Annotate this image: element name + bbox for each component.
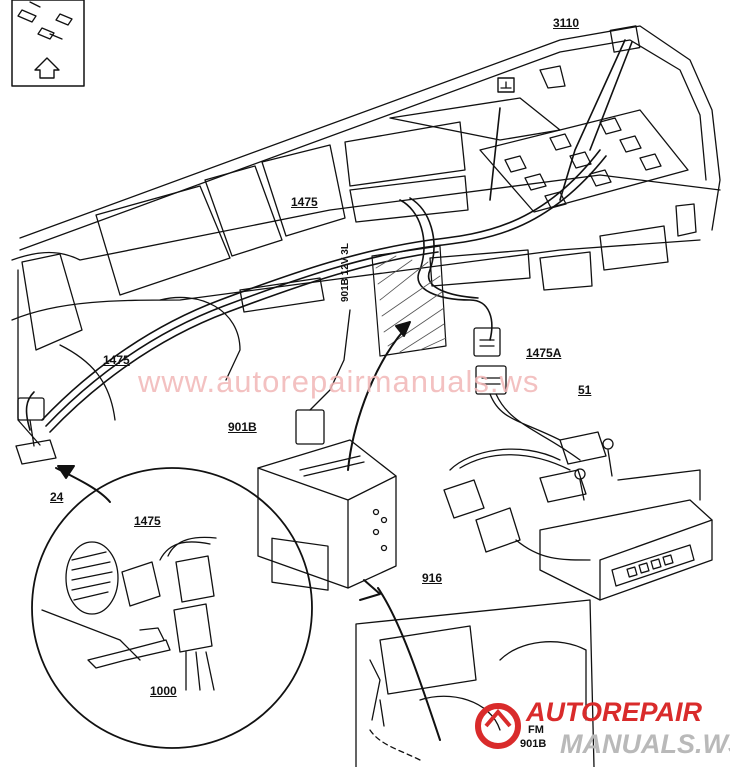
label-1475-left: 1475 — [103, 353, 130, 367]
wire-label: 901B 12V 3L — [340, 243, 351, 302]
module-901b — [257, 309, 397, 591]
label-1475a: 1475A — [526, 346, 562, 360]
fuse-box — [479, 25, 689, 213]
brand-line-2: MANUALS.WS — [560, 729, 730, 759]
label-901b: 901B — [228, 420, 257, 434]
label-51: 51 — [578, 383, 592, 397]
main-harness — [25, 39, 633, 433]
hatched-area — [371, 245, 447, 357]
label-916: 916 — [422, 571, 443, 585]
seat-inset — [355, 599, 595, 767]
connector-24 — [15, 397, 57, 465]
label-3110: 3110 — [553, 16, 580, 30]
detail-circle-inset — [31, 467, 313, 749]
watermark-text: www.autorepairmanuals.ws — [138, 364, 540, 399]
ground-symbol-icon — [497, 77, 515, 93]
pointer-arrows — [55, 321, 441, 741]
label-1475-top: 1475 — [291, 195, 318, 209]
up-arrow-icon — [34, 57, 60, 79]
connector-916 — [443, 448, 591, 561]
connector-51 — [539, 431, 614, 503]
label-1475-inset: 1475 — [134, 514, 161, 528]
label-24: 24 — [50, 490, 64, 504]
brand-logo-icon — [475, 703, 521, 749]
orientation-inset — [11, 0, 85, 87]
label-901b-seat: 901B — [520, 738, 547, 750]
connector-1475a — [473, 327, 581, 461]
label-1000: 1000 — [150, 684, 177, 698]
brand-line-1: AUTOREPAIR — [526, 697, 703, 727]
label-fm: FM — [528, 724, 544, 736]
radio-unit — [539, 469, 713, 601]
